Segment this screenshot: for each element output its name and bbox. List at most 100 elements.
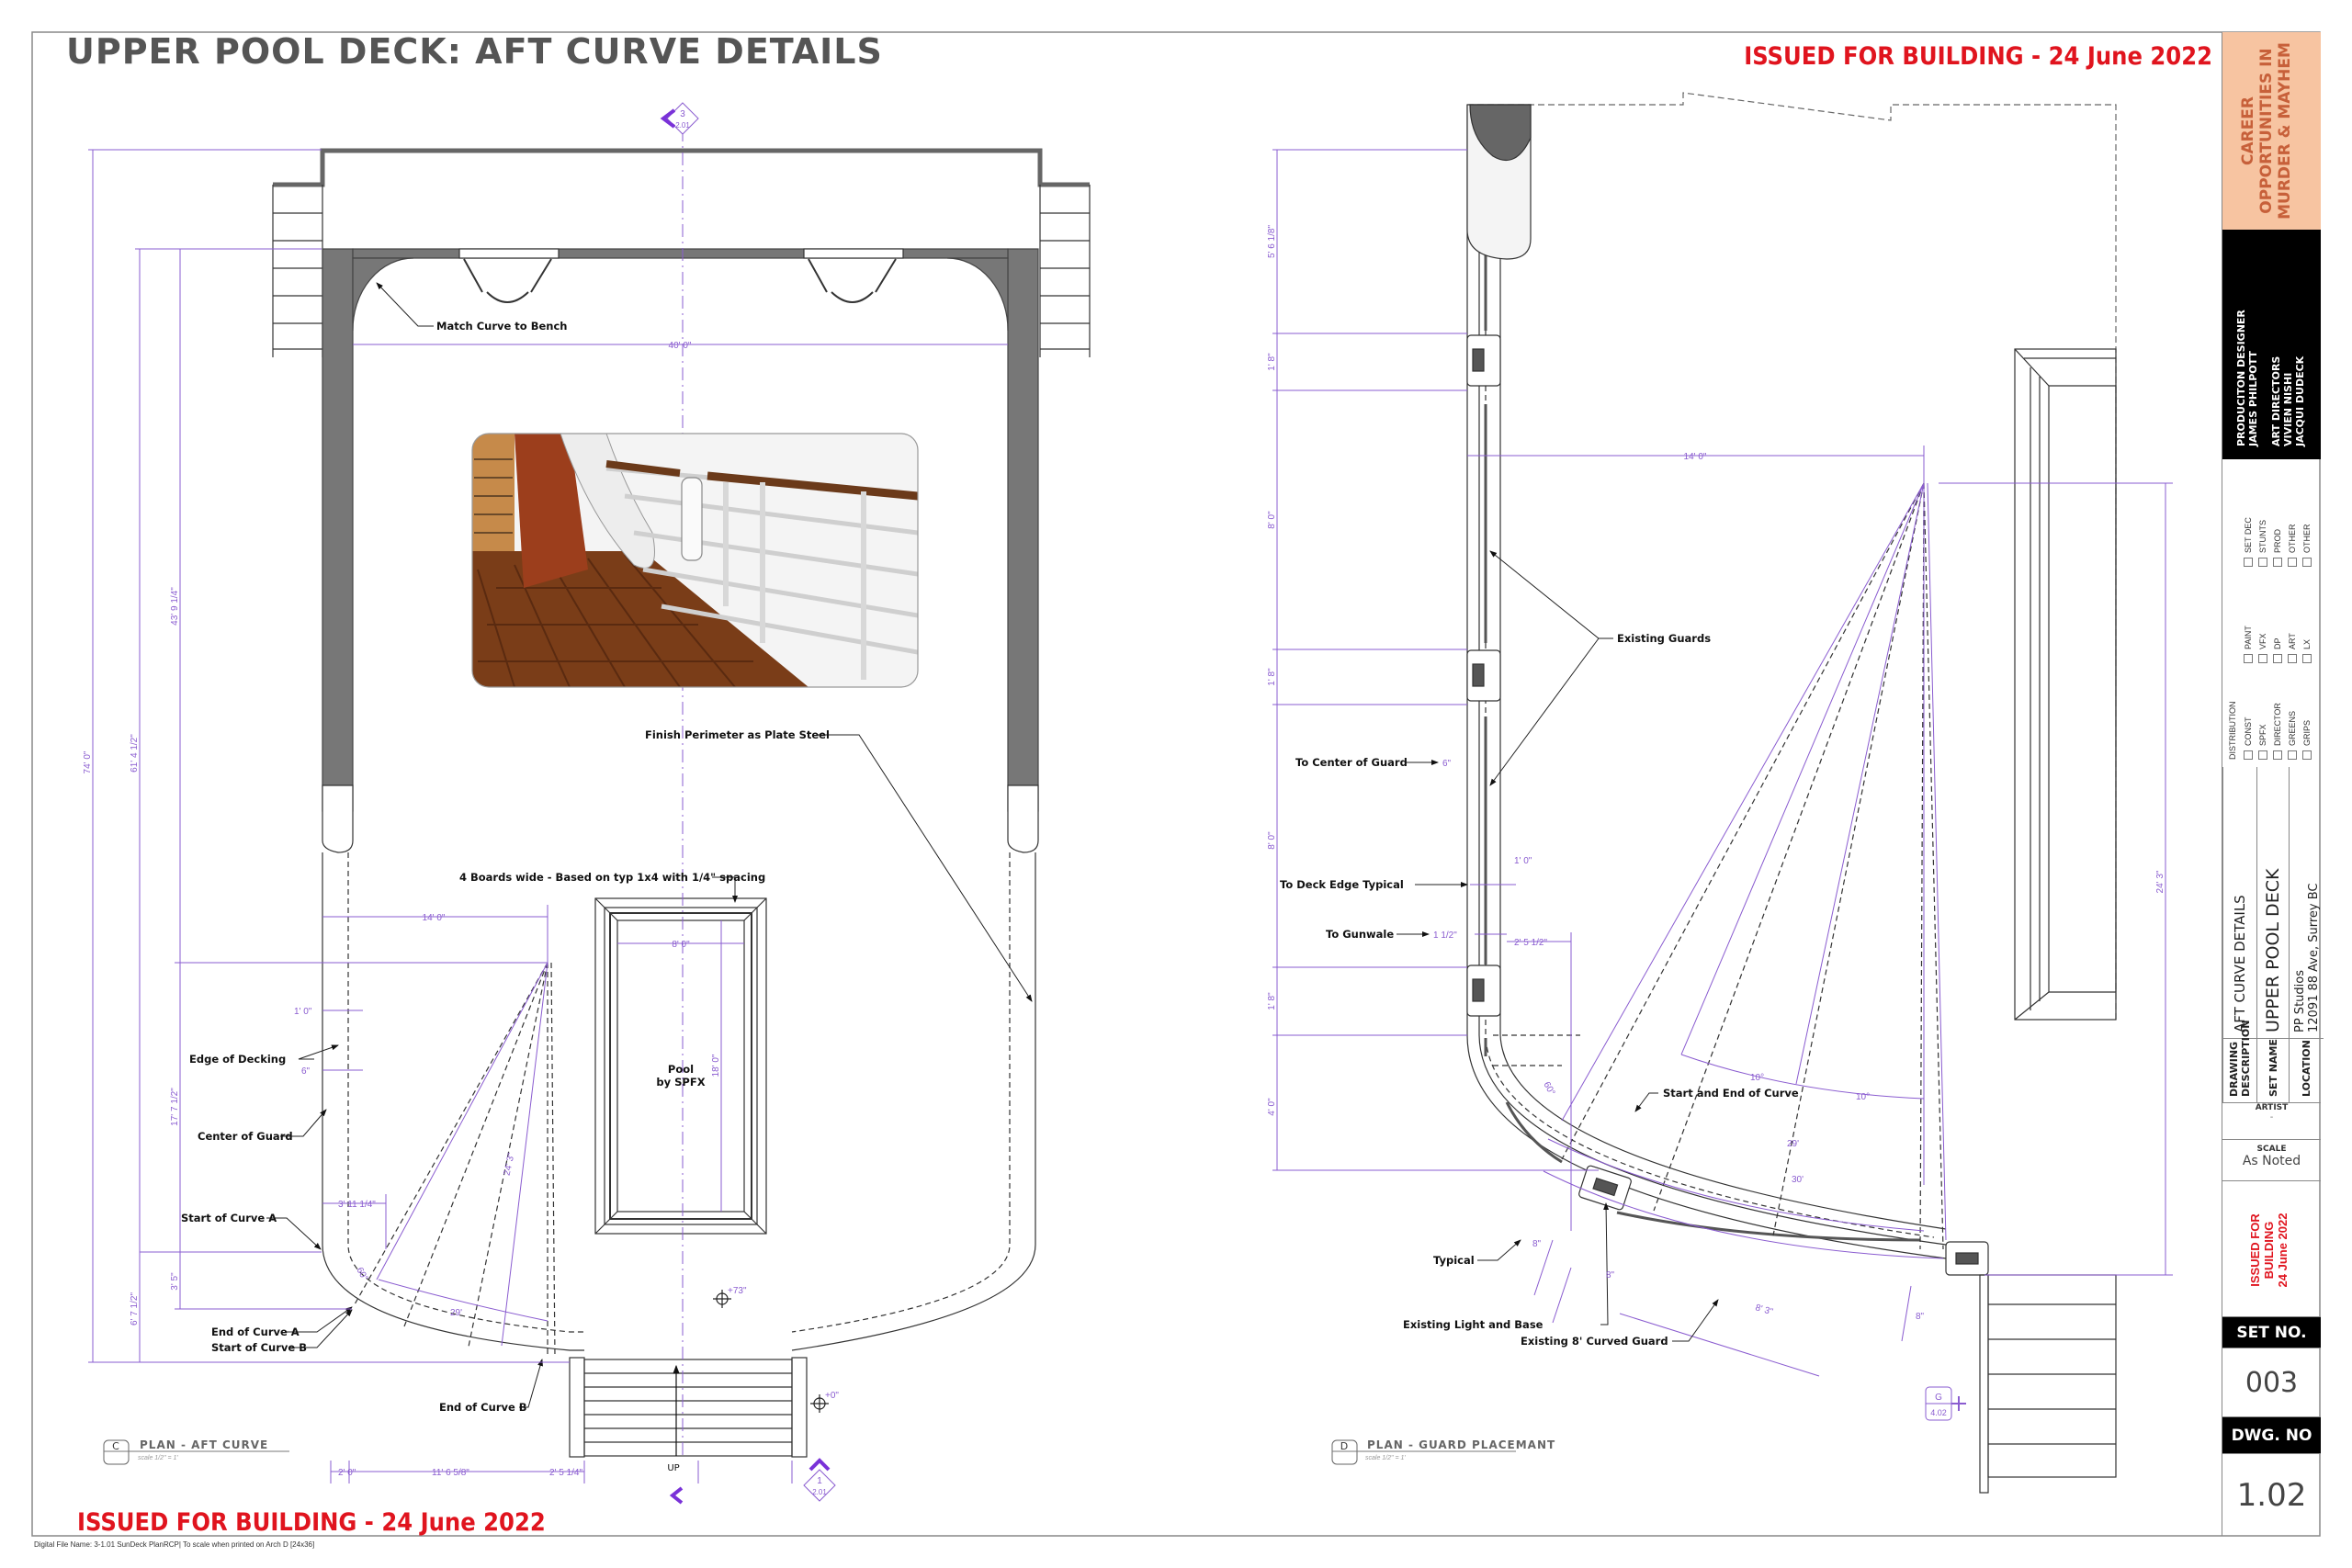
- dim-bottom-11-6: 11' 6 5/8": [432, 1468, 469, 1478]
- drawing-description-label: DRAWING DESCRIPTION: [2223, 1021, 2256, 1102]
- plan-aft-curve: [88, 129, 1091, 1483]
- distribution-checkbox[interactable]: VFX: [2258, 567, 2267, 663]
- dim-angle-10a: 10°: [1750, 1073, 1764, 1083]
- dim-1-8c: 1' 8": [1267, 992, 1277, 1010]
- checkbox-icon[interactable]: [2258, 654, 2267, 663]
- distribution-checkbox[interactable]: PAINT: [2244, 567, 2253, 663]
- logo-line: MURDER & MAYHEM: [2276, 42, 2294, 220]
- guard-centerline: [1485, 266, 1935, 1238]
- plan-id: C: [112, 1440, 119, 1452]
- checkbox-icon[interactable]: [2258, 750, 2267, 760]
- distribution-checkbox[interactable]: SPFX: [2258, 663, 2267, 760]
- aft-stairs: [569, 1357, 808, 1458]
- gunwale: [1478, 105, 1947, 1246]
- dim-r29: 29': [1787, 1139, 1799, 1149]
- side-steps-left: [272, 185, 323, 357]
- dim-1-0: 1' 0": [1514, 856, 1532, 866]
- show-logo: CAREER OPPORTUNITIES IN MURDER & MAYHEM: [2222, 32, 2321, 230]
- plan-c-labels: Match Curve to Bench Finish Perimeter as…: [83, 102, 839, 1505]
- dim-radius-29: 29': [450, 1308, 462, 1318]
- deck-outline-dashed: [1467, 92, 2117, 1020]
- dim-angle-60: 60°: [1541, 1080, 1556, 1098]
- distribution-checkbox[interactable]: SET DEC: [2244, 470, 2253, 567]
- deck-edge-left: [322, 852, 584, 1351]
- plan-c-dimension-lines: [88, 149, 1008, 1483]
- dim-bottom-2-0: 2' 0": [338, 1468, 356, 1478]
- label-finish-perimeter: Finish Perimeter as Plate Steel: [645, 728, 830, 741]
- bench-walls: [322, 248, 1039, 812]
- dim-3-11: 3' 11 1/4": [338, 1200, 376, 1210]
- pool-structure: [2014, 348, 2117, 1021]
- checkbox-icon[interactable]: [2244, 750, 2253, 760]
- checkbox-icon[interactable]: [2244, 654, 2253, 663]
- distribution-checkbox[interactable]: OTHER: [2302, 470, 2312, 567]
- dim-8-3: 8' 3": [1754, 1303, 1774, 1317]
- distribution-checkbox[interactable]: OTHER: [2288, 470, 2297, 567]
- checkbox-icon[interactable]: [2244, 558, 2253, 567]
- checkbox-icon[interactable]: [2273, 654, 2282, 663]
- checkbox-icon[interactable]: [2288, 558, 2297, 567]
- guard-center-right: [791, 852, 1011, 1333]
- distribution-label: PROD: [2273, 528, 2282, 553]
- dim-gap-8c: 8": [1916, 1312, 1925, 1322]
- guard-lights: [1466, 334, 1989, 1276]
- section-marker-bottom: 1 2.01: [669, 1458, 836, 1505]
- distribution-label: DISTRIBUTION: [2228, 701, 2237, 760]
- distribution-label: OTHER: [2302, 524, 2312, 554]
- label-end-curve-a: End of Curve A: [211, 1325, 300, 1338]
- checkbox-icon[interactable]: [2302, 558, 2312, 567]
- issued-line: 24 June 2022: [2276, 1213, 2290, 1288]
- dim-5-6: 5' 6 1/8": [1267, 225, 1277, 258]
- distribution-label: SET DEC: [2244, 517, 2253, 553]
- location-studio: PP Studios: [2292, 970, 2307, 1032]
- distribution-checkbox[interactable]: DP: [2273, 567, 2282, 663]
- distribution-checkbox[interactable]: GREENS: [2288, 663, 2297, 760]
- distribution-checkbox[interactable]: STUNTS: [2258, 470, 2267, 567]
- production-designer: JAMES PHILPOTT: [2247, 351, 2259, 446]
- distribution-checkbox[interactable]: ART: [2288, 567, 2297, 663]
- distribution-checkbox[interactable]: DIRECTOR: [2273, 663, 2282, 760]
- dim-r30: 30': [1792, 1175, 1804, 1185]
- dim-61: 61' 4 1/2": [130, 734, 140, 773]
- checkbox-icon[interactable]: [2302, 654, 2312, 663]
- location-address: 12091 88 Ave, Surrey BC: [2306, 883, 2321, 1032]
- section-sheet: 2.01: [675, 121, 690, 130]
- distribution-label: LX: [2302, 638, 2312, 649]
- checkbox-icon[interactable]: [2302, 750, 2312, 760]
- file-name-footer: Digital File Name: 3-1.01 SunDeck PlanRC…: [34, 1540, 315, 1549]
- checkbox-icon[interactable]: [2273, 558, 2282, 567]
- distribution-checkbox[interactable]: CONST: [2244, 663, 2253, 760]
- distribution-checkbox[interactable]: PROD: [2273, 470, 2282, 567]
- fan-lines: [1493, 482, 1944, 1250]
- dim-gap-8b: 8": [1606, 1270, 1615, 1280]
- issued-cell: ISSUED FOR BUILDING 24 June 2022: [2222, 1180, 2321, 1316]
- plan-d-labels: Existing Guards To Center of Guard To De…: [1267, 225, 2165, 1465]
- detail-sheet: 4.02: [1930, 1408, 1947, 1417]
- dim-6in: 6": [1442, 759, 1452, 769]
- checkbox-icon[interactable]: [2288, 654, 2297, 663]
- checkbox-icon[interactable]: [2288, 750, 2297, 760]
- issued-banner-bottom: ISSUED FOR BUILDING - 24 June 2022: [77, 1508, 546, 1537]
- dim-8-0b: 8' 0": [1267, 831, 1277, 850]
- detail-marker-g: G 4.02: [1925, 1386, 1966, 1421]
- distribution-checkbox[interactable]: GRIPS: [2302, 663, 2312, 760]
- set-name: UPPER POOL DECK: [2263, 868, 2283, 1032]
- dim-radius-24: 24' 3": [503, 1152, 517, 1177]
- elev-73: +73": [728, 1286, 747, 1296]
- distribution-checkbox[interactable]: LX: [2302, 567, 2312, 663]
- distribution-label: OTHER: [2288, 524, 2297, 554]
- dim-1-5: 1 1/2": [1433, 931, 1457, 941]
- plan-scale: scale 1/2" = 1': [1365, 1455, 1406, 1461]
- plan-d-title-block: D PLAN - GUARD PLACEMANT scale 1/2" = 1': [1331, 1438, 1555, 1465]
- benches: [458, 248, 904, 303]
- checkbox-icon[interactable]: [2258, 558, 2267, 567]
- location-label: LOCATION: [2290, 1038, 2324, 1102]
- pillar-ends: [322, 784, 1039, 853]
- checkbox-icon[interactable]: [2273, 750, 2282, 760]
- dwg-no-label: DWG. NO: [2222, 1416, 2321, 1453]
- elevation-markers: [713, 1290, 829, 1413]
